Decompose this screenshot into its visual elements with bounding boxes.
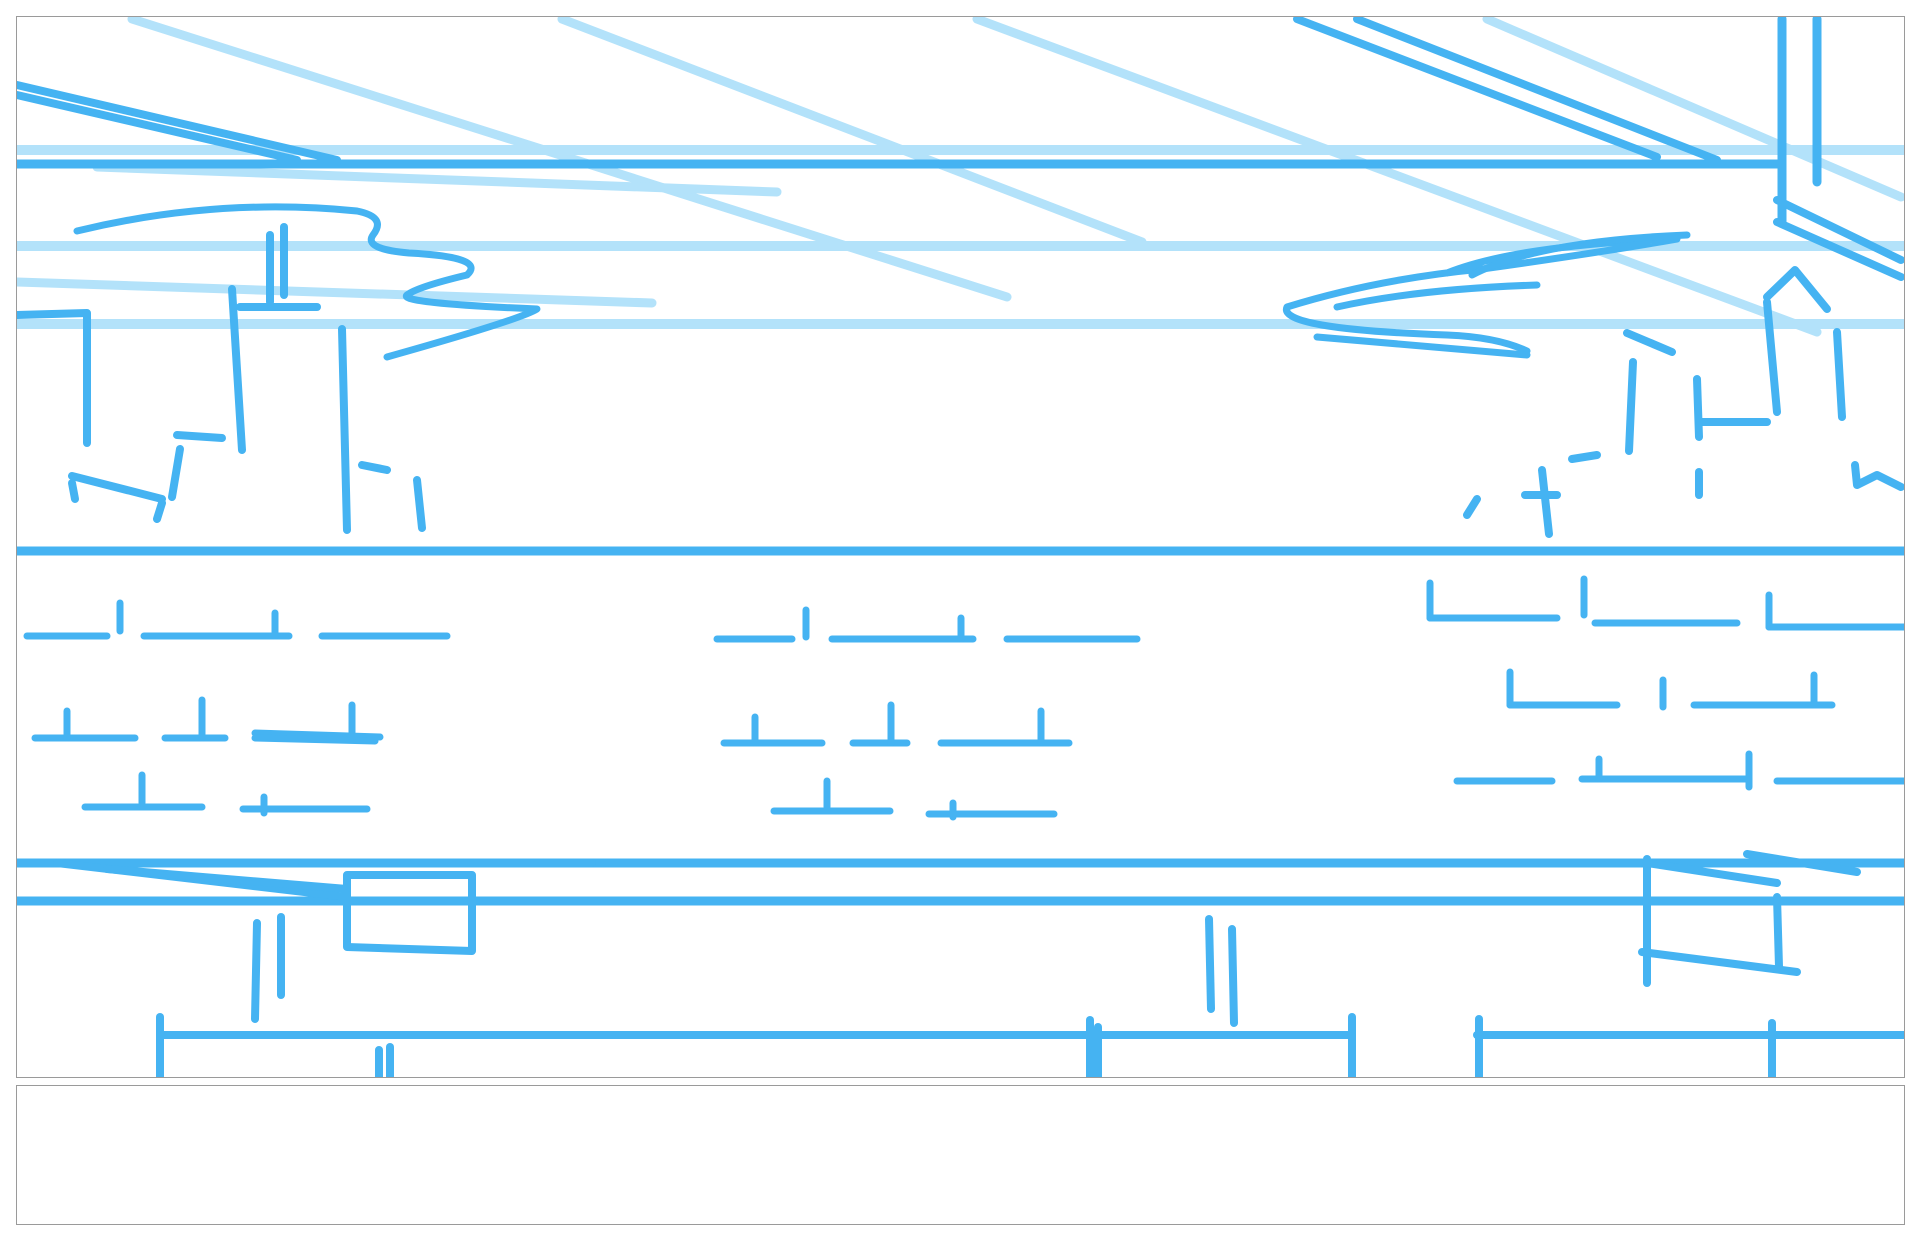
cloud-right	[1283, 231, 1691, 359]
frame-lines-strong	[17, 17, 1904, 906]
skyline-left	[17, 223, 426, 534]
blue-pencil-sketch	[17, 17, 1904, 1077]
cloud-left	[73, 203, 541, 361]
brick-pattern	[23, 575, 1904, 821]
skyline-right	[1463, 266, 1904, 538]
lower-structure	[53, 850, 1861, 987]
railing	[156, 913, 1904, 1077]
roof-diagonals-light	[17, 17, 1904, 337]
roof-diagonals-strong	[17, 17, 1904, 281]
sketch-panel	[16, 16, 1905, 1078]
caption-box[interactable]	[16, 1085, 1905, 1225]
